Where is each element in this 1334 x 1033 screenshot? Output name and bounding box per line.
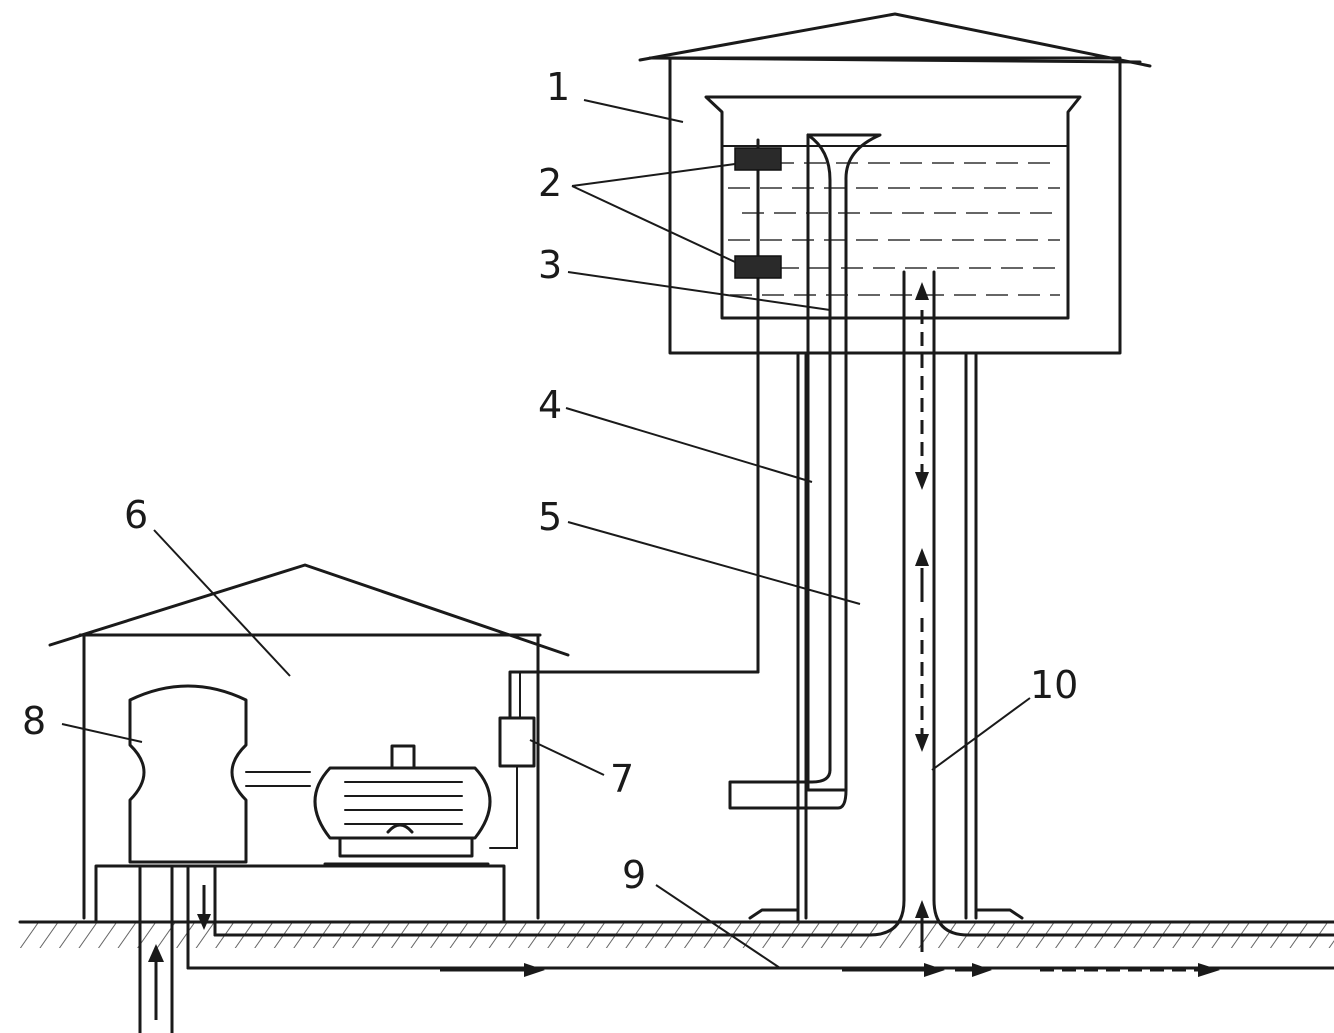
label-5: 5 [538,495,562,539]
label-3: 3 [538,243,562,287]
signal-cable [508,670,760,720]
water-waves [728,162,1060,296]
leader-lines [61,99,1031,969]
electric-motor-icon [313,744,492,866]
well-pipes [138,866,217,1033]
main-riser-pipe [186,270,1334,970]
label-7: 7 [610,757,634,801]
label-10: 10 [1030,663,1078,707]
pump-icon [128,684,311,864]
control-relay [498,716,536,768]
part-labels: 1 2 3 4 5 6 7 8 9 10 [22,65,1078,897]
label-8: 8 [22,699,46,743]
flow-arrows [148,282,1220,1020]
water-tank [704,95,1082,320]
level-sensor-icon [734,147,782,171]
level-sensors [734,138,782,674]
label-2: 2 [538,161,562,205]
label-9: 9 [622,853,646,897]
tank-house [638,12,1152,355]
overflow-pipe [728,133,882,810]
label-6: 6 [124,493,148,537]
pump-house [48,563,570,920]
tower-legs [748,353,1024,924]
label-1: 1 [546,65,570,109]
level-sensor-icon [734,255,782,279]
label-4: 4 [538,383,562,427]
foundation [94,864,506,924]
